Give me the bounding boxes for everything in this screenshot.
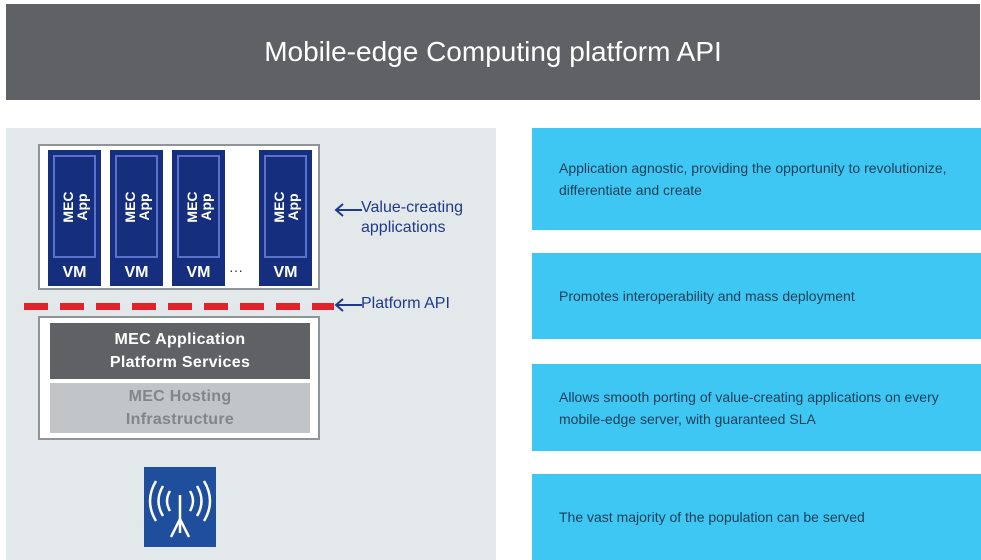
platform-services-block: MEC Application Platform Services [50, 323, 310, 379]
vm-label: VM [62, 264, 87, 281]
ellipsis: ··· [229, 262, 243, 278]
vm-column: MEC App VM [172, 150, 225, 286]
mec-app-label: MEC App [183, 190, 214, 223]
platform-api-dashed-line [24, 303, 334, 310]
left-arrow-icon [334, 298, 362, 312]
mec-app-frame: MEC App [264, 155, 307, 258]
mec-app-label: MEC App [121, 190, 152, 223]
info-text: Allows smooth porting of value-creating … [559, 388, 939, 427]
vm-label: VM [124, 264, 149, 281]
vm-label: VM [186, 264, 211, 281]
mec-app-frame: MEC App [115, 155, 158, 258]
page-title: Mobile-edge Computing platform API [264, 36, 722, 67]
info-box-interoperability: Promotes interoperability and mass deplo… [532, 253, 981, 339]
mec-app-label: MEC App [270, 190, 301, 223]
info-text: Promotes interoperability and mass deplo… [559, 288, 855, 304]
vm-label: VM [273, 264, 298, 281]
value-creating-label: Value-creating applications [361, 199, 463, 236]
vm-column: MEC App VM [110, 150, 163, 286]
info-box-population: The vast majority of the population can … [532, 474, 981, 560]
left-arrow-icon [334, 203, 362, 217]
header-banner: Mobile-edge Computing platform API [6, 4, 980, 100]
vm-column: MEC App VM [48, 150, 101, 286]
info-text: The vast majority of the population can … [559, 509, 865, 525]
hosting-infrastructure-block: MEC Hosting Infrastructure [50, 383, 310, 433]
mec-app-frame: MEC App [177, 155, 220, 258]
platform-api-label: Platform API [361, 295, 450, 312]
mec-app-label: MEC App [59, 190, 90, 223]
radio-tower-icon [144, 467, 216, 547]
mec-app-frame: MEC App [53, 155, 96, 258]
info-box-porting: Allows smooth porting of value-creating … [532, 364, 981, 451]
vm-column: MEC App VM [259, 150, 312, 286]
info-text: Application agnostic, providing the oppo… [559, 160, 947, 198]
info-box-agnostic: Application agnostic, providing the oppo… [532, 128, 981, 230]
